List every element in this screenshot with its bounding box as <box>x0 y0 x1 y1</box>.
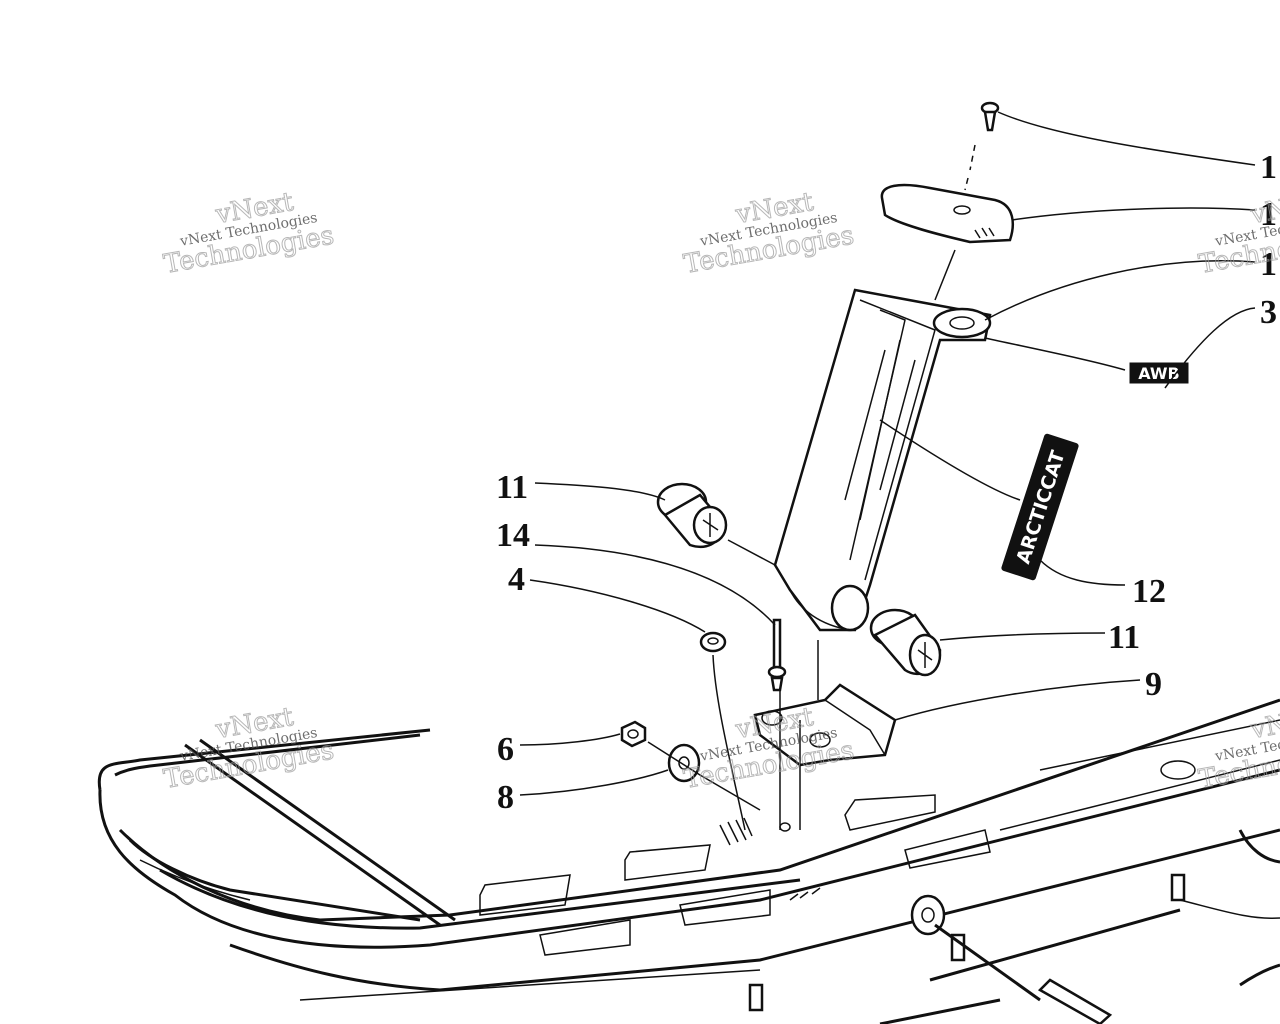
watermark-2: vNext vNext Technologies Technologies <box>681 186 857 280</box>
callout-9: 9 <box>1145 666 1162 703</box>
bushing-lower <box>869 608 942 677</box>
callout-8: 8 <box>497 779 514 816</box>
callout-3: 3 <box>1260 294 1277 331</box>
callout-14: 14 <box>496 517 530 554</box>
nut-6 <box>620 720 647 748</box>
awb-decal: AWB <box>1129 362 1189 384</box>
nut-4 <box>699 631 727 653</box>
assembly-lines <box>647 539 776 831</box>
top-screw <box>934 101 1000 301</box>
callout-1-cap: 1 <box>1260 196 1277 233</box>
awb-decal-text: AWB <box>1138 364 1180 383</box>
callouts: 1 1 1 3 11 14 4 12 11 9 6 8 <box>496 149 1277 816</box>
cotter-pin <box>767 618 787 692</box>
top-cap <box>880 183 1014 244</box>
ski <box>97 698 1280 1024</box>
callout-1-top: 1 <box>1260 149 1277 186</box>
spindle <box>773 288 992 632</box>
callout-6: 6 <box>497 731 514 768</box>
callout-4: 4 <box>508 561 525 598</box>
bracket <box>753 640 897 832</box>
washer-8 <box>667 743 701 783</box>
callout-11-lower: 11 <box>1108 619 1140 656</box>
watermark-6: vNext vNext Technologies Technologies <box>1196 701 1280 795</box>
callout-11-upper: 11 <box>496 469 528 506</box>
bushing-upper <box>656 482 728 549</box>
arcticcat-decal: ARCTICCAT <box>1001 433 1079 581</box>
watermark-1: vNext vNext Technologies Technologies <box>161 186 337 280</box>
leader-lines <box>519 111 1256 796</box>
callout-12: 12 <box>1132 573 1166 610</box>
callout-1-spindle: 1 <box>1260 246 1277 283</box>
watermark-4: vNext vNext Technologies Technologies <box>161 701 337 795</box>
